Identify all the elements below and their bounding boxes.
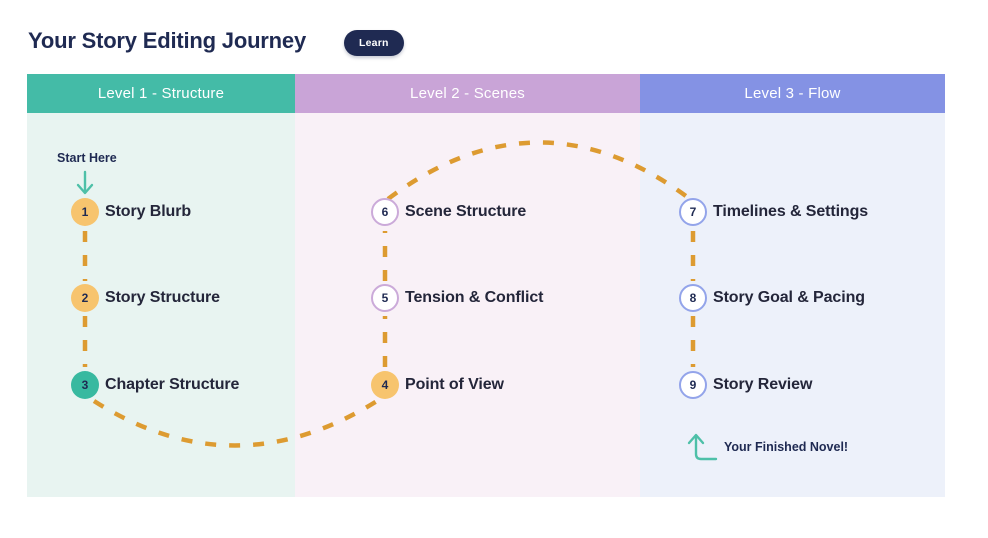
step-2[interactable]: 2 Story Structure	[71, 284, 220, 312]
step-6-number-badge: 6	[371, 198, 399, 226]
step-7-label: Timelines & Settings	[713, 203, 869, 220]
page-title: Your Story Editing Journey	[28, 28, 306, 53]
step-4-number-badge: 4	[371, 371, 399, 399]
step-8-label: Story Goal & Pacing	[713, 289, 865, 306]
step-7-number-badge: 7	[679, 198, 707, 226]
step-5-number-badge: 5	[371, 284, 399, 312]
step-9-number-badge: 9	[679, 371, 707, 399]
step-4-label: Point of View	[405, 376, 504, 393]
step-1-label: Story Blurb	[105, 203, 192, 220]
step-8[interactable]: 8 Story Goal & Pacing	[679, 284, 865, 312]
step-3-number-badge: 3	[71, 371, 99, 399]
step-5[interactable]: 5 Tension & Conflict	[371, 284, 543, 312]
level-1-header: Level 1 - Structure	[27, 74, 295, 113]
step-3-label: Chapter Structure	[105, 376, 240, 393]
step-3[interactable]: 3 Chapter Structure	[71, 371, 239, 399]
step-1[interactable]: 1 Story Blurb	[71, 198, 191, 226]
step-4[interactable]: 4 Point of View	[371, 371, 504, 399]
start-here-label: Start Here	[57, 151, 117, 165]
step-9-label: Story Review	[713, 376, 813, 393]
step-2-label: Story Structure	[105, 289, 220, 306]
step-9[interactable]: 9 Story Review	[679, 371, 812, 399]
level-header-row: Level 1 - Structure Level 2 - Scenes Lev…	[27, 74, 945, 113]
step-6-label: Scene Structure	[405, 203, 527, 220]
learn-button[interactable]: Learn	[344, 30, 404, 56]
step-8-number-badge: 8	[679, 284, 707, 312]
step-5-label: Tension & Conflict	[405, 289, 544, 306]
finished-novel-label: Your Finished Novel!	[724, 440, 849, 454]
step-1-number-badge: 1	[71, 198, 99, 226]
step-6[interactable]: 6 Scene Structure	[371, 198, 526, 226]
step-7[interactable]: 7 Timelines & Settings	[679, 198, 868, 226]
level-3-header: Level 3 - Flow	[640, 74, 945, 113]
level-2-header: Level 2 - Scenes	[295, 74, 640, 113]
step-2-number-badge: 2	[71, 284, 99, 312]
